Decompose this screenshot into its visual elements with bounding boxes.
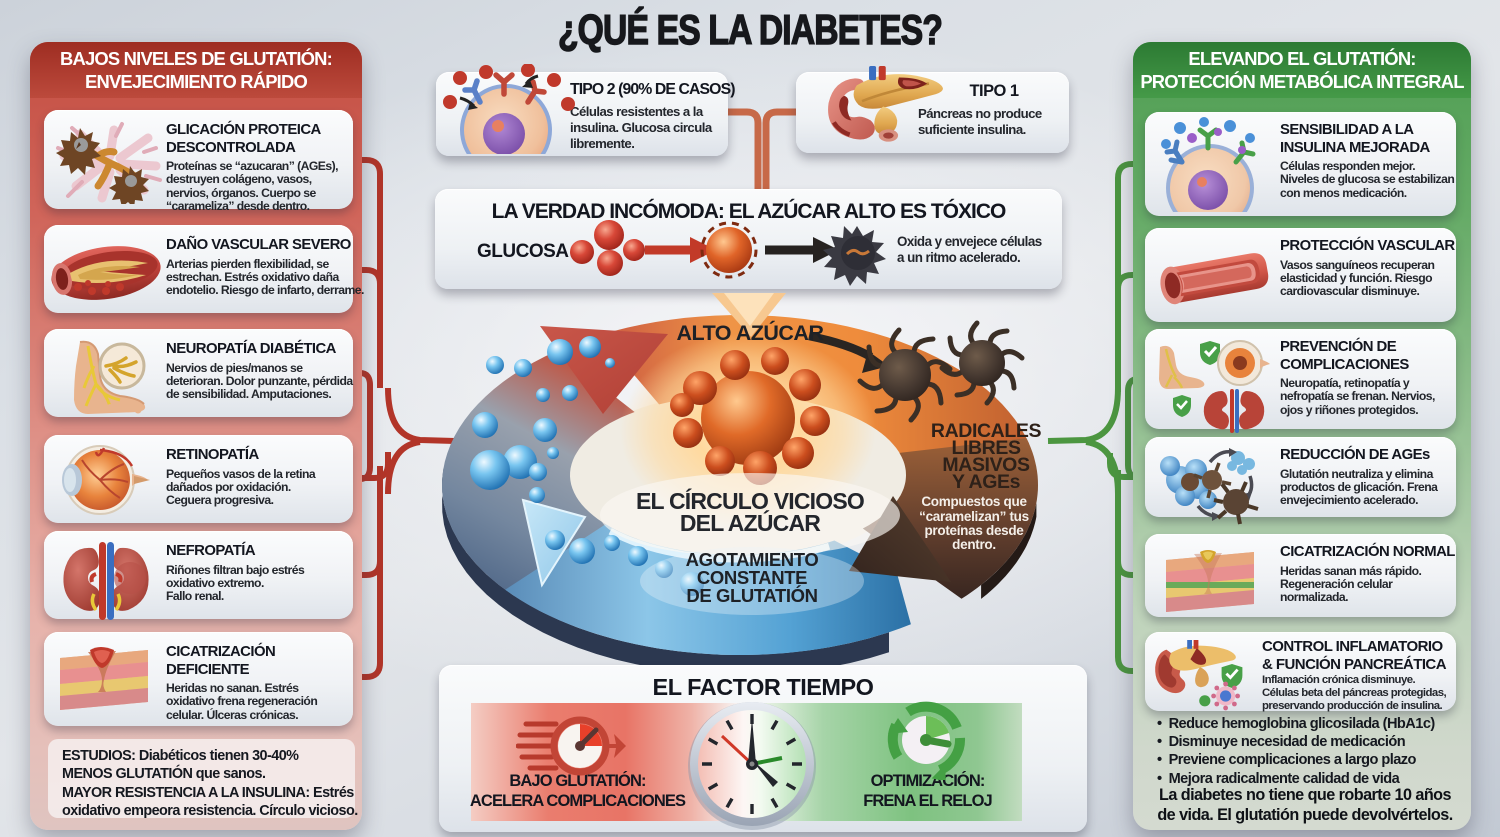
svg-text:ALTO AZÚCAR: ALTO AZÚCAR (677, 320, 825, 345)
svg-text:dentro.: dentro. (952, 537, 996, 552)
svg-text:“caramelizan” tus: “caramelizan” tus (919, 509, 1029, 524)
svg-text:RADICALES: RADICALES (931, 420, 1042, 442)
svg-text:proteínas desde: proteínas desde (924, 523, 1024, 538)
svg-text:Compuestos que: Compuestos que (921, 494, 1027, 509)
svg-text:LIBRES: LIBRES (951, 437, 1021, 459)
svg-text:CONSTANTE: CONSTANTE (697, 567, 807, 588)
svg-text:DEL AZÚCAR: DEL AZÚCAR (680, 509, 821, 536)
svg-text:MASIVOS: MASIVOS (942, 454, 1030, 476)
svg-text:EL CÍRCULO VICIOSO: EL CÍRCULO VICIOSO (636, 487, 864, 514)
svg-text:Y AGEs: Y AGEs (952, 471, 1021, 493)
svg-text:DE GLUTATIÓN: DE GLUTATIÓN (686, 585, 817, 606)
svg-text:AGOTAMIENTO: AGOTAMIENTO (686, 549, 819, 570)
